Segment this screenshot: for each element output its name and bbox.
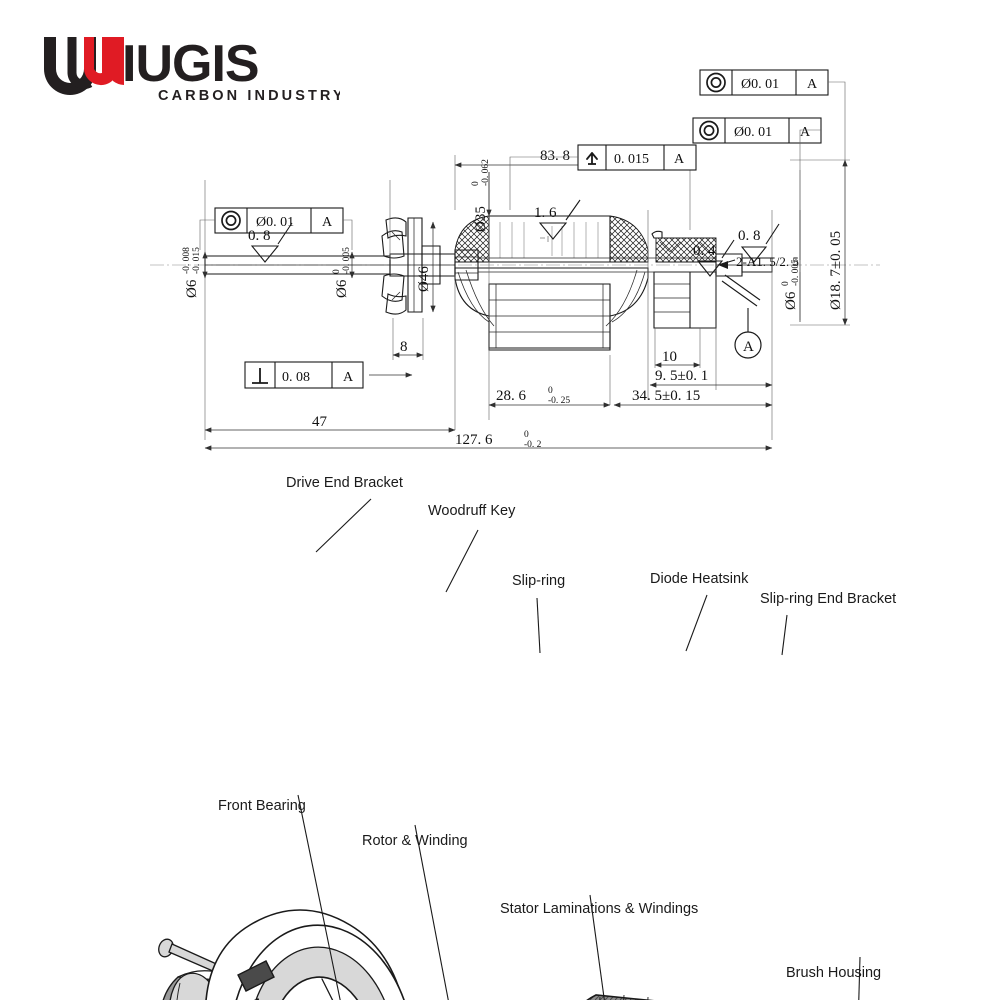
dim-shaft-step-left: 47 xyxy=(204,414,456,433)
dim-core-diameter: Ø35 0 -0. 062 xyxy=(471,159,492,232)
dim-overall-length: 127. 6 0 -0. 2 xyxy=(204,430,773,451)
dim-overall-length-lower: -0. 2 xyxy=(524,440,542,450)
dim-comm-offset-value: 9. 5±0. 1 xyxy=(655,368,708,384)
stator-laminations-part xyxy=(586,994,655,1000)
diode-heatsink-label: Diode Heatsink xyxy=(650,571,749,587)
center-hole-note: 2-A1. 5/2. 5 xyxy=(717,254,799,307)
dim-core-to-comm: 34. 5±0. 15 xyxy=(613,388,773,408)
sf-shaft-left-value: 0. 8 xyxy=(248,228,271,244)
front-bearing-label: Front Bearing xyxy=(218,798,306,814)
fcf-perp-tolerance: 0. 08 xyxy=(282,370,310,385)
circular-runout-icon xyxy=(586,152,598,165)
dim-comm-width: 10 xyxy=(654,328,701,368)
dim-shaft-right-dia-value: Ø6 xyxy=(783,291,799,310)
callout-rotor-winding: Rotor & Winding xyxy=(362,824,468,1000)
callout-stator-laminations: Stator Laminations & Windings xyxy=(500,894,698,1000)
sf-core: 1. 6 xyxy=(534,199,581,240)
dim-comm-width-value: 10 xyxy=(662,349,677,365)
datum-symbol-a-label: A xyxy=(743,339,754,355)
exploded-assembly-diagram: Drive End Bracket Woodruff Key Slip-ring… xyxy=(0,455,1000,1000)
dim-fan-diameter-value: Ø46 xyxy=(416,266,432,292)
dim-shaft-left-dia: Ø6 -0. 008 -0. 015 xyxy=(182,247,208,298)
woodruff-key-label: Woodruff Key xyxy=(428,503,516,519)
fcf-mid-right-datum: A xyxy=(800,125,811,140)
dim-shaft-mid-dia: Ø6 0 -0. 005 xyxy=(332,247,355,298)
fcf-runout-tolerance: 0. 015 xyxy=(614,152,649,167)
slip-ring-label: Slip-ring xyxy=(512,573,565,589)
technical-drawing: 83. 8 0 -0. 1 Ø35 0 -0. 062 Ø46 Ø6 xyxy=(0,60,1000,460)
datum-symbol-a: A xyxy=(734,308,762,359)
fcf-mid-right-tolerance: Ø0. 01 xyxy=(734,125,772,140)
concentricity-icon xyxy=(706,72,726,93)
fcf-top-right: Ø0. 01 A xyxy=(699,69,846,160)
concentricity-icon xyxy=(699,120,719,141)
dim-comm-offset: 9. 5±0. 1 xyxy=(649,368,773,388)
sf-shaft-left: 0. 8 xyxy=(248,222,293,263)
dim-shaft-mid-dia-lower: -0. 005 xyxy=(342,247,352,274)
fcf-mid-right: Ø0. 01 A xyxy=(692,117,822,210)
dim-shaft-mid-dia-upper: 0 xyxy=(332,269,342,274)
dim-core-len-left-value: 28. 6 xyxy=(496,388,527,404)
rotor-winding-label: Rotor & Winding xyxy=(362,833,468,849)
dim-commutator-diameter: Ø18. 7±0. 05 xyxy=(790,159,850,326)
dim-fan-offset-value: 8 xyxy=(400,339,408,355)
fcf-top-right-tolerance: Ø0. 01 xyxy=(741,77,779,92)
dim-core-diameter-value: Ø35 xyxy=(473,206,489,232)
sf-comm: 0. 4 xyxy=(693,239,735,277)
drive-end-bracket-label: Drive End Bracket xyxy=(286,475,403,491)
dim-fan-offset: 8 xyxy=(392,339,424,358)
fcf-runout: 0. 015 A xyxy=(509,144,697,210)
dim-core-diameter-lower: -0. 062 xyxy=(481,159,491,186)
callout-brush-housing: Brush Housing xyxy=(786,956,881,1000)
center-hole-note-text: 2-A1. 5/2. 5 xyxy=(736,254,799,269)
logo-mark-icon xyxy=(44,37,124,95)
brush-housing-label: Brush Housing xyxy=(786,965,881,981)
dim-core-to-comm-value: 34. 5±0. 15 xyxy=(632,388,700,404)
slip-ring-end-bracket-label: Slip-ring End Bracket xyxy=(760,591,896,607)
dim-commutator-diameter-value: Ø18. 7±0. 05 xyxy=(828,231,844,310)
sf-comm-value: 0. 4 xyxy=(693,243,716,259)
fcf-left-tolerance: Ø0. 01 xyxy=(256,215,294,230)
callout-slip-ring: Slip-ring xyxy=(512,573,565,654)
callout-front-bearing: Front Bearing xyxy=(218,794,341,1000)
dim-shaft-left-dia-lower: -0. 015 xyxy=(192,247,202,274)
callout-slip-ring-end-bracket: Slip-ring End Bracket xyxy=(760,591,896,656)
callout-diode-heatsink: Diode Heatsink xyxy=(650,571,749,652)
dim-shaft-right-dia-upper: 0 xyxy=(781,281,791,286)
concentricity-icon xyxy=(221,210,241,231)
callout-woodruff-key: Woodruff Key xyxy=(428,503,516,593)
dim-shaft-left-dia-upper: -0. 008 xyxy=(182,247,192,274)
fcf-runout-datum: A xyxy=(674,152,685,167)
logo-tagline: CARBON INDUSTRY xyxy=(158,88,340,104)
sf-shaft-right-value: 0. 8 xyxy=(738,228,761,244)
dim-core-diameter-upper: 0 xyxy=(471,181,481,186)
dim-shaft-mid-dia-value: Ø6 xyxy=(334,279,350,298)
fcf-perp-datum: A xyxy=(343,370,354,385)
dim-body-length-value: 83. 8 xyxy=(540,148,570,164)
fcf-left-datum: A xyxy=(322,215,333,230)
dim-shaft-left-dia-value: Ø6 xyxy=(184,279,200,298)
sf-shaft-right: 0. 8 xyxy=(738,223,780,263)
dim-core-len-left-upper: 0 xyxy=(548,386,553,396)
stator-laminations-label: Stator Laminations & Windings xyxy=(500,901,698,917)
perpendicularity-icon xyxy=(252,368,268,384)
logo-wordmark: IUGIS xyxy=(122,35,259,93)
dim-shaft-right-dia: Ø6 0 -0. 005 xyxy=(781,210,801,322)
sf-core-value: 1. 6 xyxy=(534,205,557,221)
dim-overall-length-upper: 0 xyxy=(524,430,529,440)
fan-blades xyxy=(381,217,407,315)
fcf-left: Ø0. 01 A xyxy=(199,207,353,250)
brand-logo: IUGIS CARBON INDUSTRY xyxy=(40,33,340,105)
dim-shaft-step-left-value: 47 xyxy=(312,414,328,430)
fcf-top-right-datum: A xyxy=(807,77,818,92)
dim-core-len-left-lower: -0. 25 xyxy=(548,396,570,406)
dim-overall-length-value: 127. 6 xyxy=(455,432,493,448)
callout-drive-end-bracket: Drive End Bracket xyxy=(286,475,403,553)
extension-lines xyxy=(204,155,801,440)
dim-shaft-right-dia-lower: -0. 005 xyxy=(791,259,801,286)
drive-end-bracket-part xyxy=(205,909,416,1000)
dim-core-len-left: 28. 6 0 -0. 25 xyxy=(488,386,611,408)
dim-fan-diameter: Ø46 xyxy=(416,221,436,313)
fcf-perp: 0. 08 A xyxy=(244,361,413,389)
